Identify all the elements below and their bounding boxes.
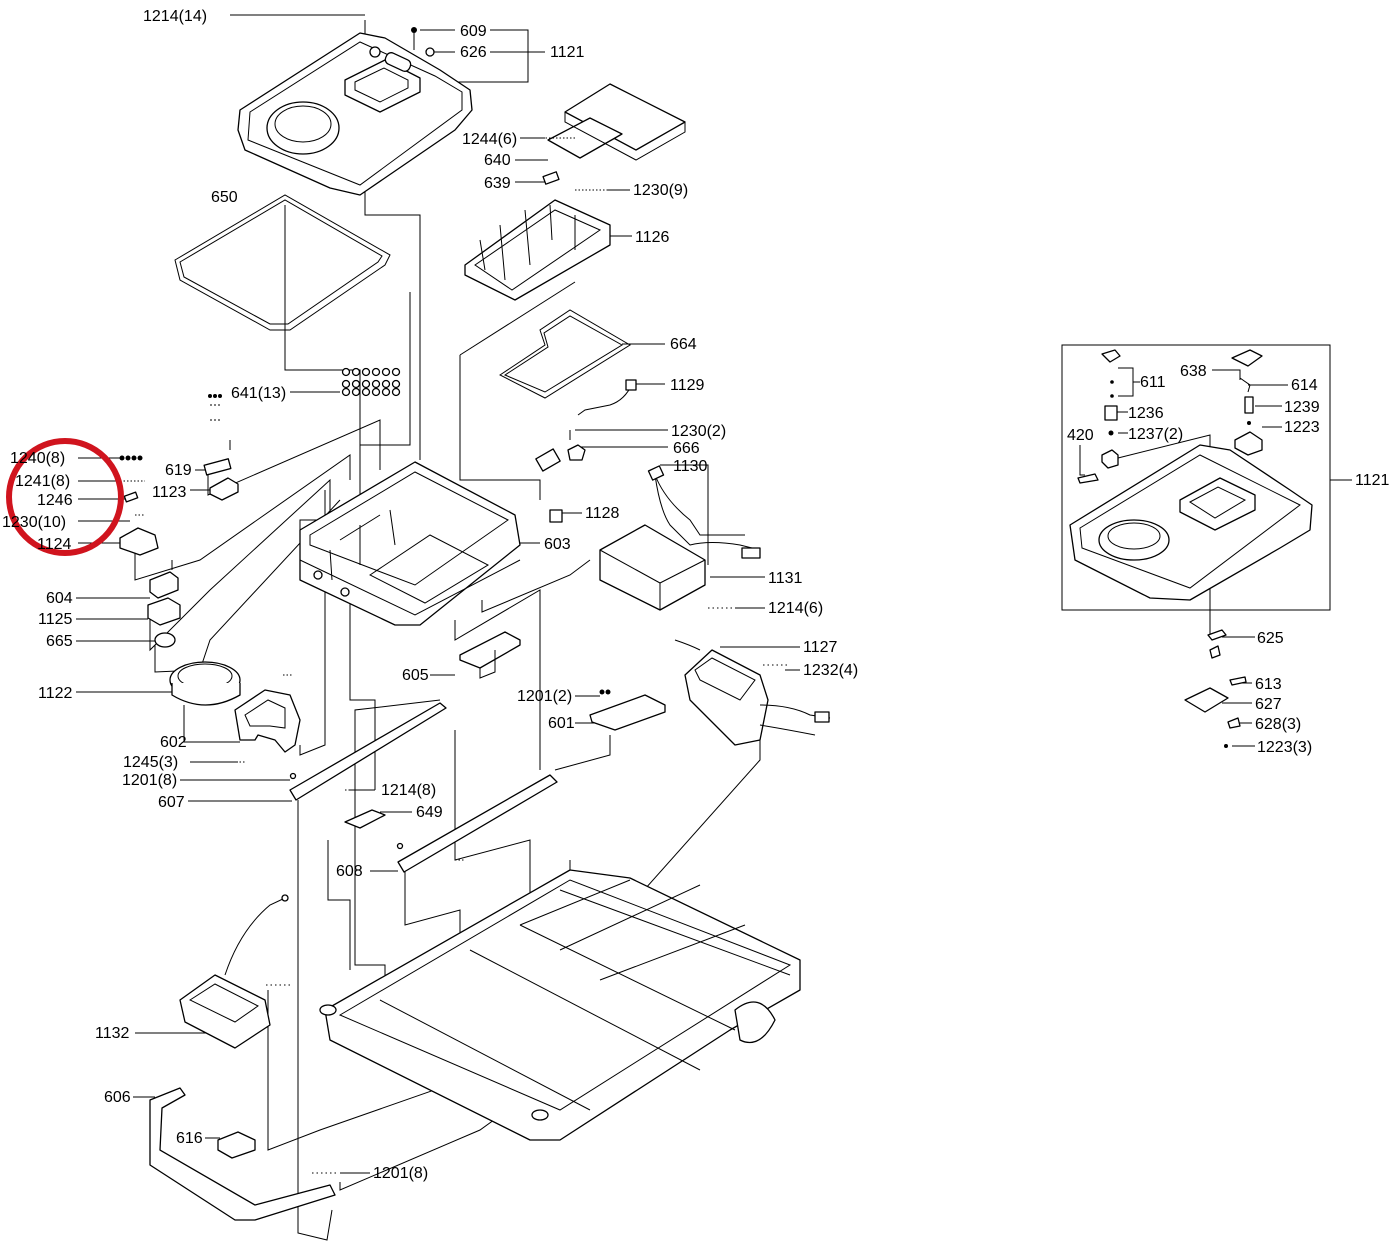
label-1123: 1123 [152, 484, 187, 501]
label-1201-8b: 1201(8) [373, 1165, 428, 1182]
label-1239: 1239 [1284, 399, 1320, 416]
shroud-602 [234, 674, 301, 763]
switch-1123 [209, 477, 239, 501]
bracket-606 [149, 1087, 336, 1221]
label-1230-10: 1230(10) [2, 514, 66, 531]
label-608: 608 [336, 863, 363, 880]
label-639: 639 [484, 175, 511, 192]
detail-inset [1061, 344, 1331, 748]
part-labels: 1214(14) 609 626 1121 1244(6) 640 639 12… [2, 8, 1390, 1182]
label-1121-top: 1121 [550, 44, 585, 61]
small-parts-1240-1124 [119, 455, 159, 556]
parts-666-1230 [535, 430, 586, 472]
label-627: 627 [1255, 696, 1282, 713]
label-1124: 1124 [37, 536, 72, 553]
grommets-641 [341, 367, 401, 397]
part-1128 [549, 509, 563, 523]
label-616: 616 [176, 1130, 203, 1147]
label-1230-2: 1230(2) [671, 423, 726, 440]
label-613: 613 [1255, 676, 1282, 693]
bracket-605 [459, 631, 521, 679]
leader-lines [76, 14, 1352, 1241]
label-1126: 1126 [635, 229, 670, 246]
plate-616 [217, 1131, 338, 1174]
top-cover-1121 [237, 32, 473, 196]
label-1223a: 1223 [1284, 419, 1320, 436]
label-1241-8: 1241(8) [15, 473, 70, 490]
control-panel-640 [542, 83, 686, 185]
label-1131: 1131 [768, 570, 803, 587]
bracket-601 [589, 689, 666, 731]
label-1246: 1246 [37, 492, 73, 509]
label-1214-6: 1214(6) [768, 600, 823, 617]
label-666: 666 [673, 440, 700, 457]
label-650: 650 [211, 189, 238, 206]
label-1232-4: 1232(4) [803, 662, 858, 679]
label-664: 664 [670, 336, 697, 353]
screws-609-626 [411, 27, 435, 57]
label-1244-6: 1244(6) [462, 131, 517, 148]
label-665: 665 [46, 633, 73, 650]
label-1214-8: 1214(8) [381, 782, 436, 799]
label-640: 640 [484, 152, 511, 169]
label-619: 619 [165, 462, 192, 479]
label-1201-8a: 1201(8) [122, 772, 177, 789]
main-housing-603 [299, 461, 521, 626]
label-1201-2: 1201(2) [517, 688, 572, 705]
label-1132: 1132 [95, 1025, 130, 1042]
label-1121-right: 1121 [1355, 472, 1390, 489]
module-1127 [674, 639, 831, 746]
label-604: 604 [46, 590, 73, 607]
cable-1129 [577, 379, 637, 416]
label-1127: 1127 [803, 639, 838, 656]
gasket-664 [499, 309, 631, 399]
label-625: 625 [1257, 630, 1284, 647]
label-1122: 1122 [38, 685, 73, 702]
controller-1131 [599, 465, 761, 611]
label-607: 607 [158, 794, 185, 811]
label-638: 638 [1180, 363, 1207, 380]
label-603: 603 [544, 536, 571, 553]
bracket-619 [203, 394, 232, 476]
label-611: 611 [1140, 374, 1166, 391]
label-614: 614 [1291, 377, 1318, 394]
label-1128: 1128 [585, 505, 620, 522]
bracket-649 [344, 789, 465, 861]
label-649: 649 [416, 804, 443, 821]
label-626: 626 [460, 44, 487, 61]
frame-1126 [464, 189, 611, 301]
label-609: 609 [460, 23, 487, 40]
label-641-13: 641(13) [231, 385, 286, 402]
label-1129: 1129 [670, 377, 705, 394]
label-605: 605 [402, 667, 429, 684]
label-601: 601 [548, 715, 575, 732]
rail-607 [289, 702, 447, 801]
label-420: 420 [1067, 427, 1094, 444]
rail-608 [396, 774, 558, 873]
label-1214-14: 1214(14) [143, 8, 207, 25]
label-1237-2: 1237(2) [1128, 426, 1183, 443]
base-frame [319, 869, 801, 1141]
label-1130: 1130 [673, 458, 708, 475]
parts-604-1125-665 [147, 560, 181, 648]
module-1132 [179, 894, 290, 1049]
label-628-3: 628(3) [1255, 716, 1301, 733]
fan-1122 [169, 661, 241, 706]
gasket-650 [174, 194, 391, 331]
label-1125: 1125 [38, 611, 73, 628]
label-1223-3: 1223(3) [1257, 739, 1312, 756]
label-1240-8: 1240(8) [10, 450, 65, 467]
label-1236: 1236 [1128, 405, 1164, 422]
label-1245-3: 1245(3) [123, 754, 178, 771]
label-602: 602 [160, 734, 187, 751]
highlight-circle [6, 438, 124, 556]
label-606: 606 [104, 1089, 131, 1106]
label-1230-9: 1230(9) [633, 182, 688, 199]
